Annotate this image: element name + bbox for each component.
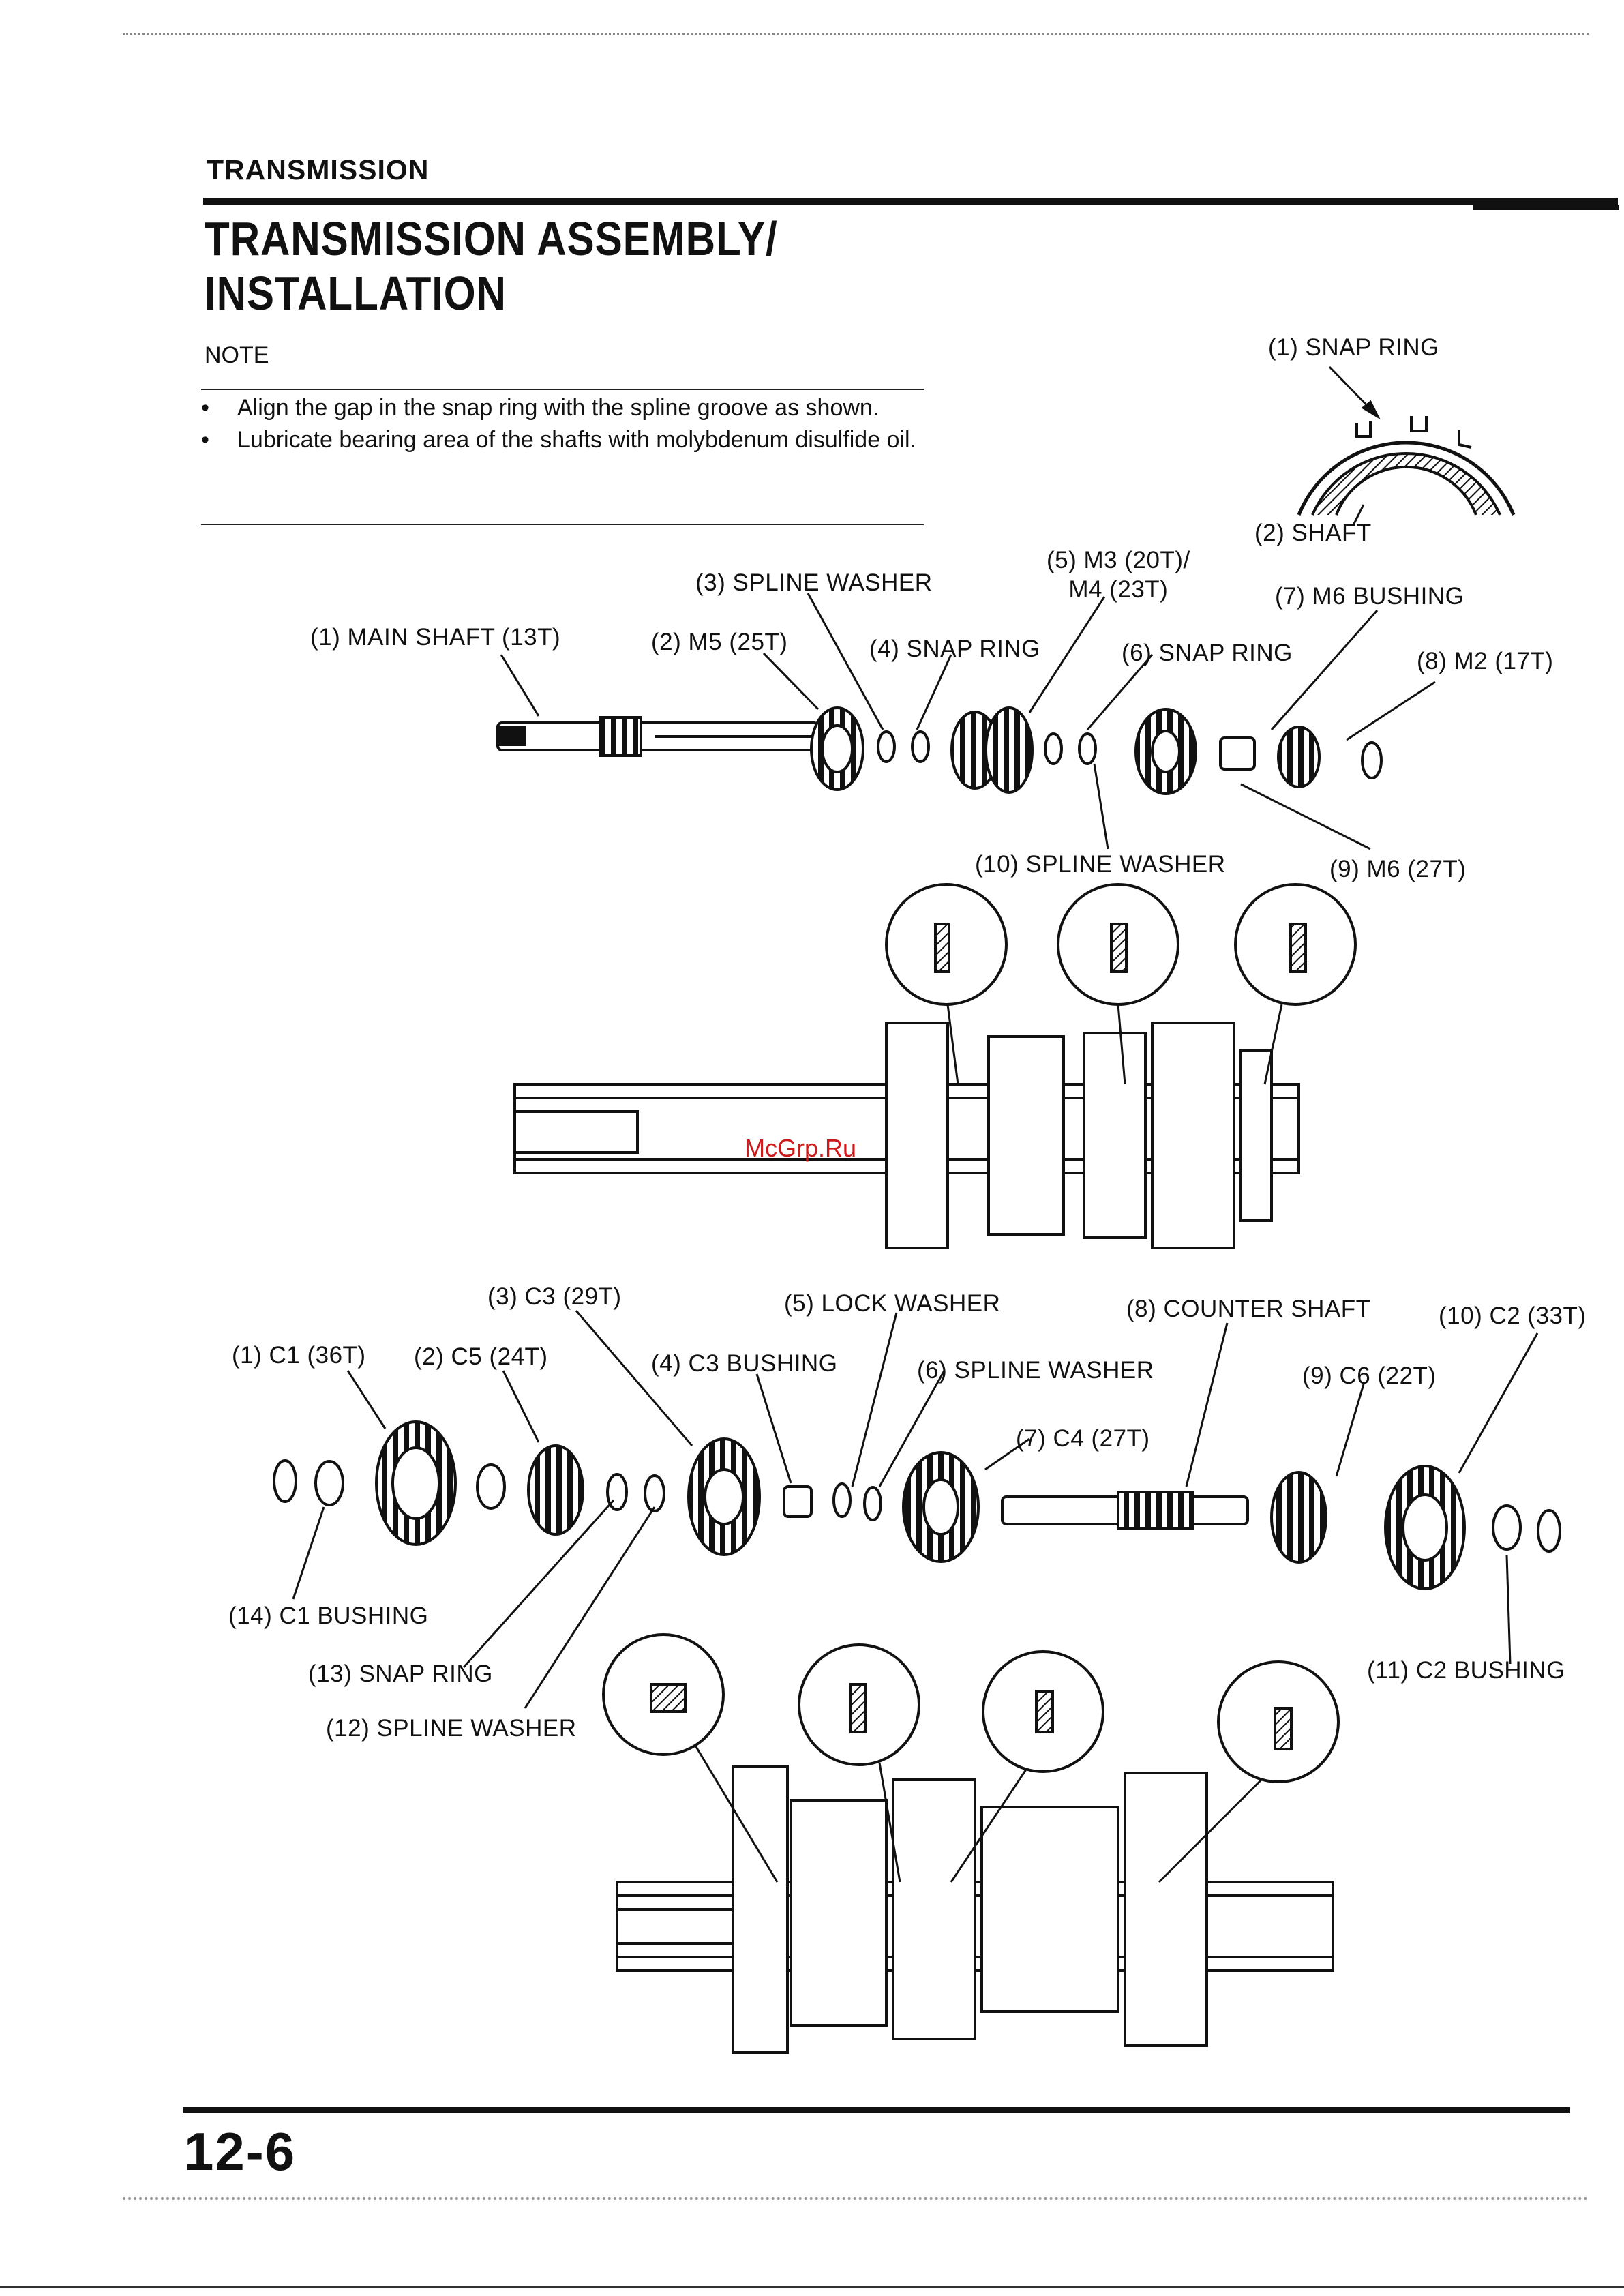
snap-ring-detail — [1297, 366, 1516, 526]
label-c3: (3) C3 (29T) — [487, 1283, 622, 1310]
label-main-shaft: (1) MAIN SHAFT (13T) — [310, 624, 561, 651]
label-c5: (2) C5 (24T) — [414, 1343, 548, 1370]
label-c1: (1) C1 (36T) — [232, 1342, 366, 1369]
label-c1-bushing: (14) C1 BUSHING — [228, 1602, 429, 1629]
scan-noise-bottom — [123, 2197, 1589, 2203]
label-spline-washer-counter-6: (6) SPLINE WASHER — [917, 1357, 1154, 1384]
page-title-line1: TRANSMISSION ASSEMBLY/ — [205, 212, 778, 265]
label-spline-washer-main: (3) SPLINE WASHER — [695, 569, 933, 596]
label-counter-shaft: (8) COUNTER SHAFT — [1126, 1296, 1371, 1322]
label-c2-bushing: (11) C2 BUSHING — [1367, 1657, 1565, 1684]
label-m3: (5) M3 (20T)/ — [1047, 547, 1190, 573]
scan-edge-bottom — [0, 2286, 1624, 2288]
label-m5: (2) M5 (25T) — [651, 629, 788, 655]
label-spline-washer-main-10: (10) SPLINE WASHER — [975, 851, 1226, 878]
footer-rule — [183, 2107, 1570, 2113]
page-title: TRANSMISSION ASSEMBLY/ INSTALLATION — [205, 211, 778, 320]
main-shaft-exploded — [496, 706, 1383, 795]
label-detail-snap-ring: (1) SNAP RING — [1268, 334, 1439, 361]
label-spline-washer-counter-12: (12) SPLINE WASHER — [326, 1715, 577, 1742]
label-m2: (8) M2 (17T) — [1417, 648, 1554, 674]
header-rule-extension — [1473, 205, 1619, 210]
label-m4: M4 (23T) — [1068, 576, 1169, 603]
counter-shaft-assembly — [602, 1633, 1340, 2054]
label-lock-washer: (5) LOCK WASHER — [784, 1290, 1001, 1317]
label-snap-ring-main-4: (4) SNAP RING — [869, 636, 1040, 662]
page-number: 12-6 — [184, 2121, 297, 2181]
main-shaft-assembly — [513, 883, 1357, 1249]
label-m3-m4: (5) M3 (20T)/ M4 (23T) — [1047, 546, 1190, 604]
label-snap-ring-main-6: (6) SNAP RING — [1122, 640, 1293, 666]
label-c4: (7) C4 (27T) — [1016, 1425, 1150, 1452]
note-list: Align the gap in the snap ring with the … — [201, 394, 924, 458]
label-snap-ring-counter: (13) SNAP RING — [308, 1660, 493, 1687]
counter-shaft-leaders — [292, 1310, 1539, 1709]
section-label: TRANSMISSION — [207, 154, 430, 185]
label-detail-shaft: (2) SHAFT — [1254, 520, 1372, 546]
label-m6-bushing: (7) M6 BUSHING — [1275, 583, 1464, 610]
scan-noise-top — [123, 33, 1589, 38]
counter-shaft-exploded — [273, 1420, 1561, 1590]
page-title-line2: INSTALLATION — [205, 267, 507, 320]
label-c6: (9) C6 (22T) — [1302, 1362, 1437, 1389]
note-item: Lubricate bearing area of the shafts wit… — [201, 426, 924, 454]
watermark: McGrp.Ru — [745, 1134, 857, 1162]
note-label: NOTE — [205, 342, 269, 368]
label-c2: (10) C2 (33T) — [1439, 1302, 1587, 1329]
main-shaft-leaders — [500, 593, 1436, 850]
note-item: Align the gap in the snap ring with the … — [201, 394, 924, 422]
label-m6: (9) M6 (27T) — [1329, 856, 1467, 882]
note-rule-top — [201, 389, 924, 390]
note-rule-bottom — [201, 524, 924, 525]
label-c3-bushing: (4) C3 BUSHING — [651, 1350, 838, 1377]
header-rule — [203, 198, 1618, 205]
